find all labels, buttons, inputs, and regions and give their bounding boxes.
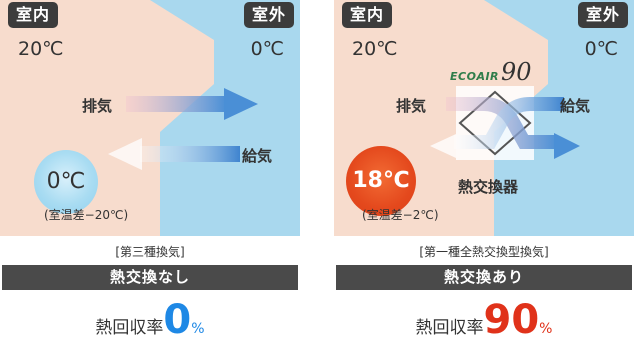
scene-type1: 室内 室外 20℃ 0℃ ECOAIR90 排気 給気 18℃ 熱交換器 (室温… (334, 0, 634, 236)
exhaust-arrow (126, 88, 258, 120)
heat-exchange-status-bar: 熱交換なし (2, 265, 298, 290)
heat-recovery-rate: 熱回収率0% (0, 300, 300, 340)
heat-exchanger-label: 熱交換器 (458, 178, 519, 196)
indoor-temperature: 20℃ (352, 38, 398, 60)
outdoor-tag: 室外 (243, 2, 294, 28)
panel-type3-ventilation: 室内 室外 20℃ 0℃ 排気 給気 0℃ (室温差−20℃) [第三種換気] … (0, 0, 300, 345)
temperature-difference: (室温差−2℃) (362, 208, 439, 222)
scene-type3: 室内 室外 20℃ 0℃ 排気 給気 0℃ (室温差−20℃) (0, 0, 300, 236)
indoor-temperature: 20℃ (18, 38, 64, 60)
supply-arrow (108, 138, 240, 170)
exhaust-label: 排気 (396, 97, 427, 115)
ecoair90-logo: ECOAIR90 (450, 58, 532, 86)
supply-temperature-bubble: 0℃ (34, 150, 98, 214)
indoor-tag: 室内 (8, 2, 59, 28)
supply-label: 給気 (560, 97, 591, 115)
outdoor-temperature: 0℃ (250, 38, 284, 60)
heat-recovery-label: 熱回収率 (415, 318, 484, 338)
airflow-arrows (430, 86, 580, 160)
outdoor-temperature: 0℃ (584, 38, 618, 60)
supply-arrow (430, 97, 564, 158)
heat-exchange-status-bar: 熱交換あり (336, 265, 632, 290)
outdoor-tag: 室外 (577, 2, 628, 28)
temperature-difference: (室温差−20℃) (44, 208, 129, 222)
supply-label: 給気 (242, 147, 273, 165)
heat-recovery-value: 0 (163, 297, 192, 343)
exhaust-label: 排気 (82, 97, 113, 115)
logo-text: ECOAIR (450, 70, 500, 83)
ventilation-system-label: [第三種換気] (115, 245, 185, 259)
ventilation-system-label: [第一種全熱交換型換気] (419, 245, 549, 259)
indoor-tag: 室内 (342, 2, 393, 28)
heat-recovery-value: 90 (483, 297, 540, 343)
airflow-arrows (108, 88, 258, 170)
heat-recovery-unit: % (191, 321, 205, 337)
heat-recovery-unit: % (539, 321, 553, 337)
heat-recovery-label: 熱回収率 (95, 318, 164, 338)
supply-temperature-bubble: 18℃ (346, 146, 416, 216)
logo-number: 90 (501, 58, 532, 86)
heat-recovery-rate: 熱回収率90% (334, 300, 634, 340)
panel-type1-heat-exchange: 室内 室外 20℃ 0℃ ECOAIR90 排気 給気 18℃ 熱交換器 (室温… (334, 0, 634, 345)
